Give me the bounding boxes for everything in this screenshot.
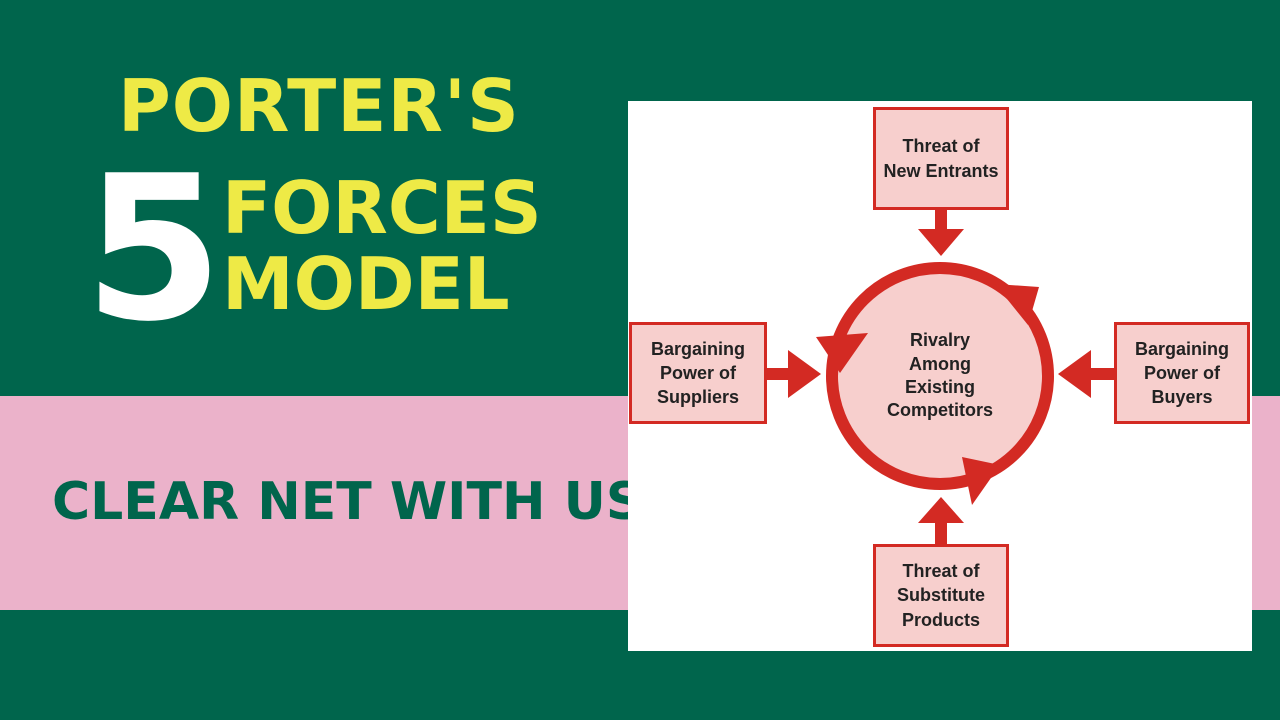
arrow-from-right (1058, 350, 1115, 398)
five-forces-diagram: Threat of New Entrants Bargaining Power … (628, 101, 1252, 651)
circle-arrowhead-bottom-right (962, 457, 1000, 505)
arrow-from-top (918, 209, 964, 256)
force-box-new-entrants: Threat of New Entrants (873, 107, 1009, 210)
force-box-buyer-power: Bargaining Power of Buyers (1114, 322, 1250, 424)
force-box-supplier-power: Bargaining Power of Suppliers (629, 322, 767, 424)
arrow-from-bottom (918, 497, 964, 545)
arrow-from-left (767, 350, 821, 398)
rivalry-label: Rivalry Among Existing Competitors (886, 330, 993, 421)
diagram-graphics (767, 209, 1115, 545)
title-number-five: 5 (84, 133, 223, 366)
rivalry-circle (826, 262, 1054, 490)
force-box-substitutes: Threat of Substitute Products (873, 544, 1009, 647)
circle-arrowhead-left (816, 333, 868, 373)
slogan-text: CLEAR NET WITH US (52, 472, 644, 532)
title-forces: FORCES (222, 166, 542, 250)
circle-arrowhead-top-right (995, 284, 1039, 325)
title-porters: PORTER'S (118, 64, 520, 148)
title-model: MODEL (222, 242, 510, 326)
